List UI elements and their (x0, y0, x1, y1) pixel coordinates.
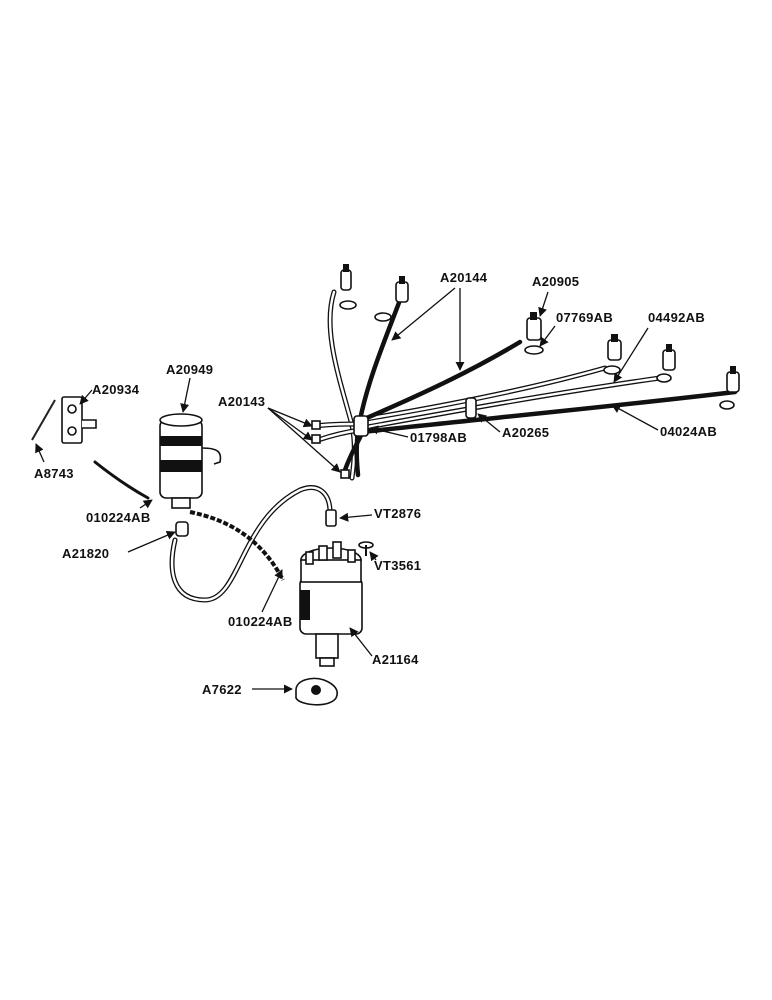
clamp-a7622 (295, 677, 339, 706)
part-labels: A20144 A20905 07769AB 04492AB A20949 A20… (34, 270, 717, 697)
label-a20949: A20949 (166, 362, 213, 377)
harness-wire-thick-1 (354, 297, 403, 478)
label-vt3561: VT3561 (374, 558, 421, 573)
label-010224ab-bottom: 010224AB (228, 614, 293, 629)
label-a20905: A20905 (532, 274, 579, 289)
ignition-coil (159, 413, 222, 509)
coil-to-distributor-lead (189, 510, 285, 581)
connector-a21820 (175, 521, 189, 537)
terminal-vt2876 (325, 509, 337, 527)
label-a21164: A21164 (372, 652, 419, 667)
leader-lines (35, 287, 659, 694)
plug-terminal-3 (524, 312, 544, 355)
coil-primary-lead (93, 460, 150, 500)
harness-wire-thick-3 (359, 389, 738, 435)
plug-terminal-4 (603, 334, 622, 375)
spark-plug-harness (311, 264, 740, 481)
plug-terminal-2 (374, 276, 409, 322)
plug-terminal-5 (656, 344, 676, 383)
label-a20143: A20143 (218, 394, 265, 409)
distributor-a21164 (299, 541, 363, 667)
label-04492ab: 04492AB (648, 310, 705, 325)
resistor-a20934 (31, 396, 97, 444)
label-04024ab: 04024AB (660, 424, 717, 439)
screw-vt3561 (358, 541, 374, 556)
harness-wire-thick-2 (359, 339, 523, 423)
label-a8743: A8743 (34, 466, 74, 481)
label-a20144: A20144 (440, 270, 488, 285)
label-010224ab-top: 010224AB (86, 510, 151, 525)
harness-clamp-a20265 (465, 397, 477, 419)
label-01798ab: 01798AB (410, 430, 467, 445)
label-a20934: A20934 (92, 382, 140, 397)
harness-clamp-01798ab (353, 415, 369, 437)
plug-terminal-1 (339, 264, 357, 310)
label-07769ab: 07769AB (556, 310, 613, 325)
label-vt2876: VT2876 (374, 506, 421, 521)
label-a20265: A20265 (502, 425, 549, 440)
label-a21820: A21820 (62, 546, 109, 561)
plug-terminal-6 (719, 366, 740, 410)
label-a7622: A7622 (202, 682, 242, 697)
